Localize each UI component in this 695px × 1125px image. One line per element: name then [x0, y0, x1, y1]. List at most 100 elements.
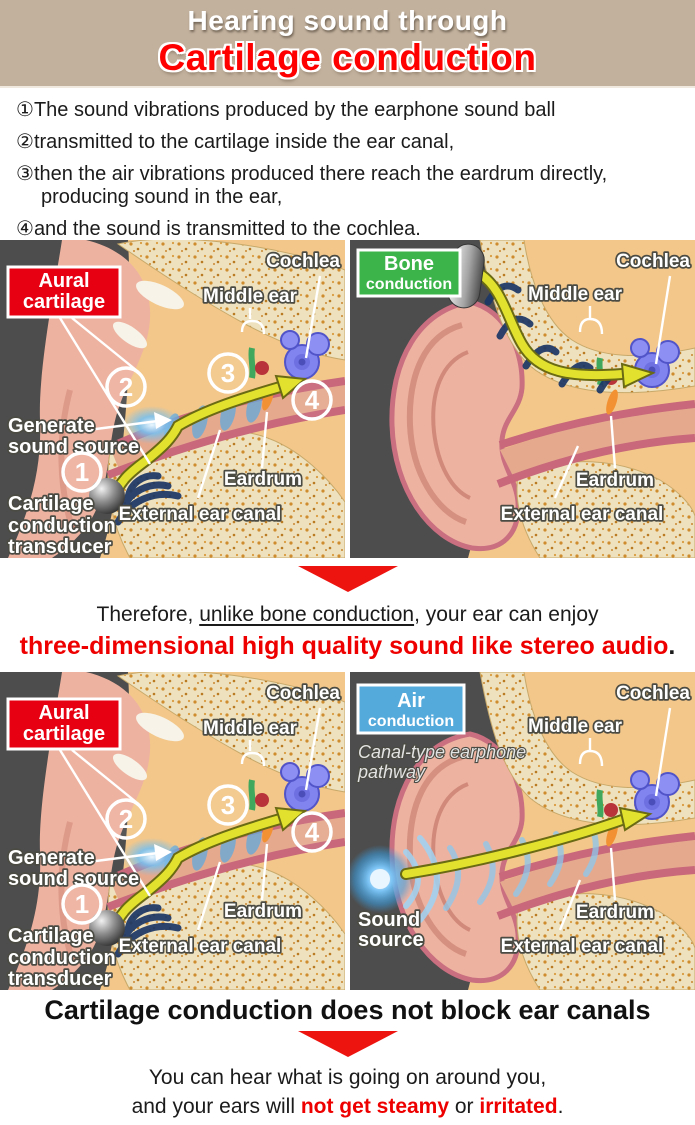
label-cochlea: Cochlea	[616, 683, 690, 704]
aural-badge-line1: Aural	[38, 270, 89, 292]
conclusion-1-section: Therefore, unlike bone conduction, your …	[0, 558, 695, 672]
step-circle-1: 1	[75, 889, 89, 919]
label-cochlea: Cochlea	[266, 251, 340, 272]
cartilage-transducer-ball	[89, 478, 125, 514]
sound-path-arrow	[108, 383, 284, 506]
conclusion-1-emphasis: three-dimensional high quality sound lik…	[19, 632, 669, 660]
conclusion-1-post: , your ear can enjoy	[414, 603, 599, 626]
aural-cartilage-badge: Aural cartilage	[6, 265, 122, 319]
bottom-headline: Cartilage conduction does not block ear …	[44, 995, 651, 1025]
cartilage-transducer-ball	[89, 910, 125, 946]
canal-earphone-note-2: pathway	[357, 762, 426, 782]
step-circles: 1 2 3 4	[61, 352, 333, 493]
label-eardrum: Eardrum	[224, 469, 302, 490]
canal-lining-top	[498, 400, 695, 449]
label-external-ear-canal: External ear canal	[501, 504, 664, 525]
step-item-4: ④and the sound is transmitted to the coc…	[16, 218, 679, 241]
label-external-ear-canal: External ear canal	[119, 936, 282, 957]
step-number-2: ②	[16, 131, 34, 153]
ear-fold	[58, 389, 77, 534]
label-eardrum: Eardrum	[224, 901, 302, 922]
callout-lines	[58, 707, 322, 931]
step-text-3: then the air vibrations produced there r…	[33, 163, 608, 208]
label-sound-source-2: source	[358, 929, 424, 951]
bottom-line2-red1: not get steamy	[300, 1095, 450, 1118]
sound-path-arrowhead	[620, 362, 656, 389]
step-number-3: ③	[16, 163, 34, 185]
cartilage-vibration-fan	[114, 904, 182, 958]
ear-skin	[8, 240, 151, 558]
ear-fold	[58, 821, 77, 966]
ear-skin	[8, 672, 151, 990]
label-transducer-3: transducer	[8, 536, 112, 558]
title-line1: Hearing sound through	[187, 5, 508, 36]
callout-lines	[553, 275, 672, 499]
cartilage-blob	[112, 753, 148, 781]
ossicle-red	[255, 793, 269, 807]
conclusion-1-period: .	[668, 632, 676, 660]
step-circle-2: 2	[119, 804, 133, 834]
cartilage-blob	[136, 280, 184, 310]
bottom-line1: You can hear what is going on around you…	[148, 1066, 547, 1089]
conclusion-1-underlined: unlike bone conduction	[199, 603, 415, 626]
bone-conduction-badge: Bone conduction	[356, 248, 462, 298]
step-number-1: ①	[16, 99, 34, 121]
aural-badge-line2: cartilage	[23, 291, 105, 313]
ear-canal-interior	[500, 408, 695, 480]
sound-path-arrowhead	[618, 806, 653, 832]
label-external-ear-canal: External ear canal	[119, 504, 282, 525]
panel-cartilage-conduction-top: Aural cartilage Cochlea Middle ear Gener…	[0, 240, 345, 558]
label-transducer-3: transducer	[8, 968, 112, 990]
label-generate-1: Generate	[8, 847, 95, 869]
step-text-4: and the sound is transmitted to the coch…	[33, 218, 421, 240]
label-eardrum: Eardrum	[576, 470, 654, 491]
label-transducer-2: conduction	[8, 947, 116, 969]
bottom-line2-pre: and your ears will	[131, 1095, 301, 1118]
label-middle-ear: Middle ear	[203, 286, 298, 307]
label-sound-source-1: Sound	[358, 909, 420, 931]
label-middle-ear: Middle ear	[203, 718, 298, 739]
sound-path-arrow	[108, 815, 284, 938]
bone-badge-line2: conduction	[366, 276, 452, 293]
label-transducer-1: Cartilage	[8, 925, 94, 947]
ossicle-green	[248, 347, 256, 379]
label-middle-ear: Middle ear	[528, 716, 623, 737]
sound-source-waves	[403, 835, 440, 923]
canal-earphone-note-1: Canal-type earphone	[358, 742, 526, 762]
step-item-1: ①The sound vibrations produced by the ea…	[16, 99, 679, 122]
air-conduction-badge: Air conduction	[356, 683, 466, 735]
cochlea-shape	[280, 762, 330, 812]
bottom-line2-red2: irritated	[479, 1095, 558, 1118]
label-middle-ear: Middle ear	[528, 284, 623, 305]
step-circle-2: 2	[119, 372, 133, 402]
step-circle-1: 1	[75, 457, 89, 487]
diagram-row-bottom: Aural cartilage Cochlea Middle ear Gener…	[0, 672, 695, 990]
label-cochlea: Cochlea	[616, 251, 690, 272]
down-arrow-icon	[297, 1031, 398, 1057]
diagram-row-top: Aural cartilage Cochlea Middle ear Gener…	[0, 240, 695, 558]
cartilage-blob	[112, 321, 148, 349]
label-eardrum: Eardrum	[576, 902, 654, 923]
aural-cartilage-badge: Aural cartilage	[6, 697, 122, 751]
title-banner: Hearing sound through Cartilage conducti…	[0, 0, 695, 88]
bottom-line2-mid: or	[449, 1095, 480, 1118]
aural-badge-line2: cartilage	[23, 723, 105, 745]
step-circle-4: 4	[305, 385, 320, 415]
eardrum-shape	[606, 389, 618, 415]
sound-path-arrow	[476, 270, 626, 380]
ossicle-green	[596, 789, 604, 818]
bottom-line2: and your ears will not get steamy or irr…	[0, 1092, 695, 1121]
title-line2: Cartilage conduction	[158, 37, 537, 78]
step-item-2: ②transmitted to the cartilage inside the…	[16, 131, 679, 154]
bottom-line2-period: .	[557, 1095, 564, 1118]
conclusion-2-section: Cartilage conduction does not block ear …	[0, 990, 695, 1125]
callout-lines	[58, 275, 322, 499]
ear-antihelix	[431, 350, 471, 500]
callout-lines	[558, 707, 672, 931]
down-arrow-icon	[297, 566, 398, 592]
canal-lining-bottom	[496, 866, 695, 920]
cartilage-vibration-fan	[114, 472, 182, 526]
step-circle-3: 3	[221, 358, 235, 388]
conclusion-1-line1: Therefore, unlike bone conduction, your …	[0, 600, 695, 630]
